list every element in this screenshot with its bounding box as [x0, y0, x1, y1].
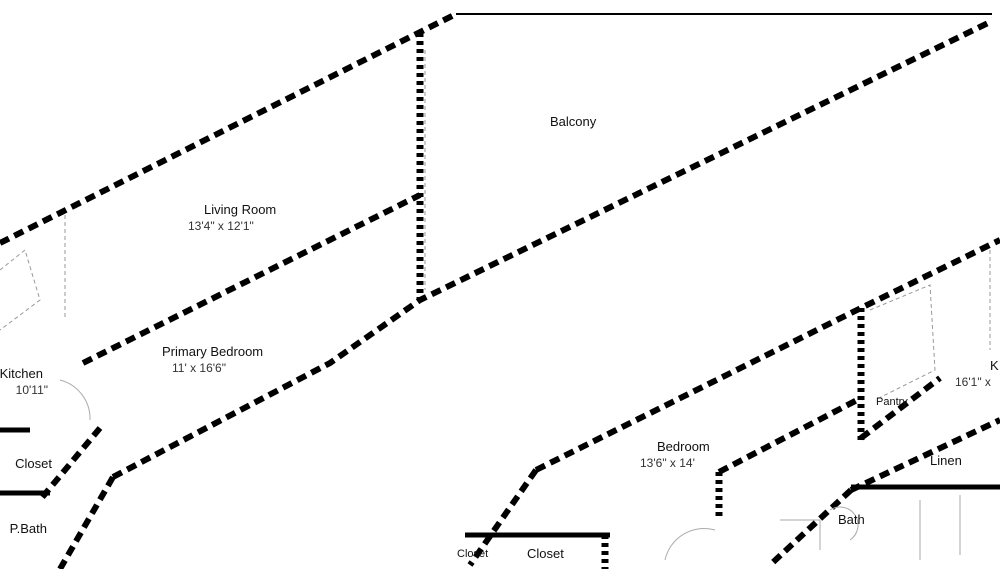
room-label-kitchen-right: K	[990, 358, 999, 373]
kitchen-right-counter	[869, 284, 936, 401]
room-dims-kitchen-right: 16'1" x	[955, 375, 991, 389]
room-label-closet-b: Closet	[527, 546, 564, 561]
room-label-primary-bedroom: Primary Bedroom	[162, 344, 264, 359]
bath-fixtures	[780, 495, 961, 560]
primary-bedroom-lower-wall	[57, 475, 116, 569]
pantry-lower-wall	[859, 375, 942, 441]
linen-wall	[849, 417, 1000, 493]
room-label-pantry: Pantry	[876, 396, 908, 408]
door-swing	[59, 379, 716, 561]
bedroom-middle-wall	[717, 395, 863, 475]
living-room-wall	[81, 192, 422, 366]
bath-wall	[767, 487, 854, 568]
room-label-living-room: Living Room	[204, 202, 277, 217]
room-label-kitchen: Kitchen	[0, 366, 43, 381]
room-label-closet-left: Closet	[15, 456, 52, 471]
bedroom-top-wall	[534, 237, 1000, 473]
room-label-bedroom: Bedroom	[657, 439, 710, 454]
room-label-linen: Linen	[930, 453, 962, 468]
room-dims-living-room: 13'4" x 12'1"	[188, 219, 254, 233]
room-label-balcony: Balcony	[550, 114, 597, 129]
room-label-bath: Bath	[838, 512, 865, 527]
room-label-closet-a: Closet	[457, 548, 489, 560]
exterior-wall	[0, 11, 458, 246]
room-dims-kitchen: 10'11"	[15, 383, 48, 397]
kitchen-island	[0, 249, 41, 331]
room-dims-primary-bedroom: 11' x 16'6"	[172, 361, 226, 375]
primary-bedroom-wall	[111, 19, 992, 480]
bedroom-left-wall	[467, 468, 539, 567]
room-dims-bedroom: 13'6" x 14'	[640, 456, 695, 470]
room-label-primary-bath: P.Bath	[9, 521, 47, 536]
